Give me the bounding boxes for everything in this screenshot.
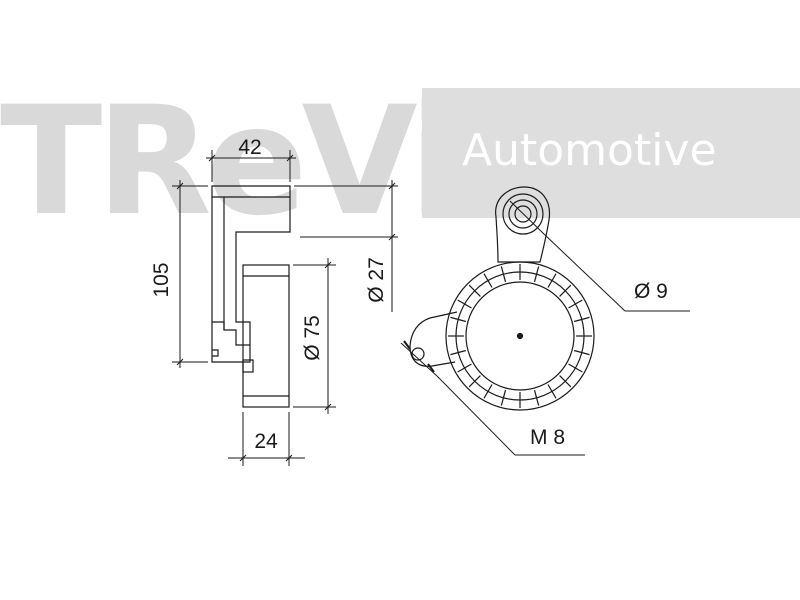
pulley-rib	[547, 384, 557, 399]
leader-tick	[403, 340, 411, 350]
dim-pulley-width-label: 24	[254, 430, 278, 453]
pulley-rib	[468, 375, 481, 388]
dim-tick	[286, 154, 294, 162]
dim-tick	[176, 182, 184, 190]
pulley-rib	[457, 299, 472, 309]
pulley-rib	[568, 363, 583, 373]
bolt-lug	[409, 311, 458, 367]
dim-tick	[239, 454, 247, 462]
dim-tick	[176, 358, 184, 366]
leader-tick	[427, 363, 435, 373]
dim-pulley-diameter-label: Ø 75	[301, 315, 324, 361]
pulley-rib	[483, 384, 493, 399]
pulley-rib	[500, 389, 507, 406]
pulley-side	[242, 264, 290, 408]
pulley-center	[516, 332, 524, 340]
pulley-hub	[242, 359, 254, 373]
dim-bore-diameter	[294, 180, 398, 312]
watermark-tagline: Automotive	[462, 125, 717, 176]
dim-bore-diameter-label: Ø 27	[365, 257, 388, 303]
leader-diagonal	[509, 200, 546, 236]
pulley-rib	[533, 389, 540, 406]
dim-width-top-label: 42	[238, 136, 261, 159]
dim-height-total	[172, 180, 208, 368]
dim-pulley-width	[228, 412, 305, 466]
pulley-rib	[450, 316, 467, 323]
leader-bolt-thread	[400, 340, 585, 456]
upper-eye-middle	[508, 199, 538, 229]
upper-eye-bore	[514, 205, 532, 223]
pulley-rib	[559, 375, 572, 388]
pulley-rib	[533, 266, 540, 283]
mount-hole-diameter-label: Ø 9	[634, 280, 668, 303]
dim-tick	[324, 403, 332, 411]
side-view	[211, 185, 291, 408]
bracket-step	[212, 321, 250, 346]
pulley-rib	[483, 273, 493, 288]
pulley-rib	[500, 266, 507, 283]
dim-width-top	[206, 150, 296, 182]
upper-eye-outer	[502, 193, 544, 235]
pulley-rib	[468, 284, 481, 297]
dim-tick	[324, 261, 332, 269]
watermark: TReVi Automotive	[0, 75, 800, 249]
dim-tick	[388, 233, 396, 241]
bracket-outline	[211, 185, 291, 363]
tensioner-arm	[495, 186, 551, 263]
leader-line	[544, 234, 626, 312]
leader-diagonal	[400, 342, 438, 377]
pulley-rib	[450, 349, 467, 356]
watermark-panel	[422, 88, 800, 218]
dim-tick	[208, 154, 216, 162]
pulley-rib	[573, 316, 590, 323]
pulley-rib	[559, 284, 572, 297]
pulley-rib	[568, 299, 583, 309]
pulley-outer	[445, 261, 595, 411]
pulley-rib	[573, 349, 590, 356]
leader-mount-hole	[509, 200, 690, 312]
bolt-hole	[411, 347, 425, 361]
dim-height-total-label: 105	[150, 262, 173, 297]
pulley-rib	[457, 363, 472, 373]
dim-tick	[388, 182, 396, 190]
leader-line	[436, 375, 516, 456]
dim-tick	[285, 454, 293, 462]
dim-pulley-diameter	[293, 258, 336, 414]
front-view	[409, 186, 595, 411]
pulley-rib	[547, 273, 557, 288]
pulley-face	[465, 281, 575, 391]
bolt-thread-label: M 8	[530, 426, 565, 449]
bracket-notch	[212, 349, 219, 357]
pulley-ribs	[448, 264, 592, 408]
watermark-brand: TReVi	[0, 75, 454, 249]
